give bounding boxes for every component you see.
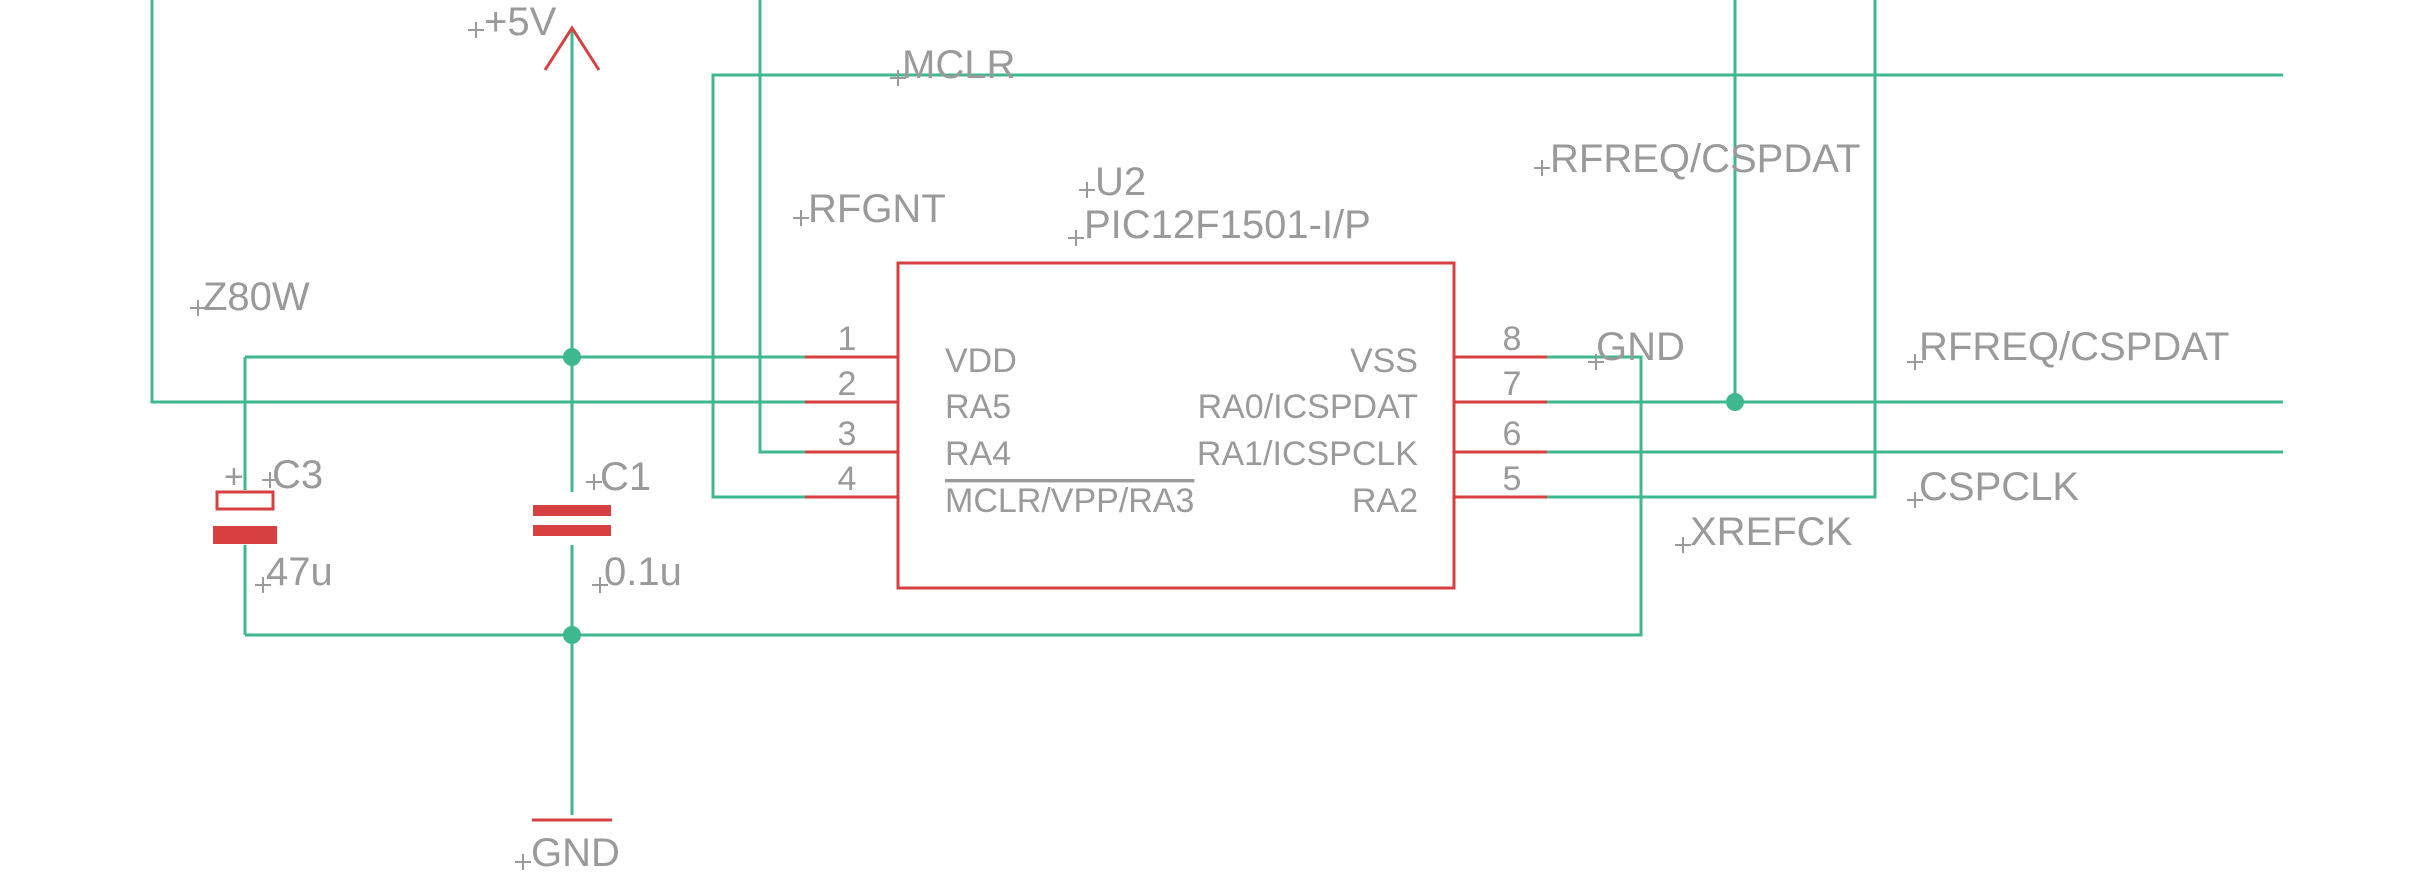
pin-number-5: 5 — [1503, 460, 1522, 498]
pin-number-6: 6 — [1503, 415, 1522, 453]
c3-polarity-icon: + — [224, 458, 244, 496]
junction-gnd — [563, 626, 581, 644]
svg-text:RFGNT: RFGNT — [808, 187, 946, 231]
net-label-rfgnt[interactable]: RFGNT — [793, 187, 946, 231]
pin-number-4: 4 — [838, 460, 857, 498]
wire-rfgnt[interactable] — [758, 0, 805, 454]
svg-text:GND: GND — [531, 831, 620, 872]
pin-number-8: 8 — [1503, 320, 1522, 358]
svg-text:GND: GND — [1596, 325, 1685, 369]
svg-text:CSPCLK: CSPCLK — [1919, 465, 2079, 509]
pin-name-vdd: VDD — [945, 342, 1017, 380]
svg-text:Z80W: Z80W — [203, 275, 310, 319]
svg-text:U2: U2 — [1095, 160, 1146, 204]
pin-number-2: 2 — [838, 365, 857, 403]
net-label-gnd-pin8[interactable]: GND — [1588, 325, 1685, 370]
wire-mclr[interactable] — [711, 73, 2283, 499]
c3-plate-negative — [213, 526, 277, 544]
net-label-rfreq-right[interactable]: RFREQ/CSPDAT — [1907, 325, 2229, 370]
c1-ref-label: C1 — [586, 455, 651, 499]
net-label-cspclk[interactable]: CSPCLK — [1907, 465, 2079, 509]
wires — [150, 0, 2283, 815]
net-label-xrefck[interactable]: XREFCK — [1675, 510, 1853, 554]
net-label-mclr[interactable]: MCLR — [890, 43, 1015, 87]
gnd-symbol[interactable]: GND — [515, 818, 620, 872]
pin-name-ra5: RA5 — [945, 388, 1011, 426]
c1-value-label: 0.1u — [592, 550, 682, 594]
junction-vdd — [563, 348, 581, 366]
ic-body[interactable] — [896, 261, 1456, 590]
svg-text:47u: 47u — [266, 550, 333, 594]
capacitor-c1[interactable]: C1 0.1u — [533, 455, 682, 594]
svg-text:RFREQ/CSPDAT: RFREQ/CSPDAT — [1919, 325, 2229, 369]
wire-z80w[interactable] — [150, 0, 805, 404]
vcc-symbol[interactable]: +5V — [468, 0, 601, 71]
svg-text:MCLR: MCLR — [902, 43, 1015, 87]
pin-name-ra2: RA2 — [1352, 482, 1418, 520]
pin-number-1: 1 — [838, 320, 857, 358]
junction-rfreq — [1726, 393, 1744, 411]
svg-text:+5V: +5V — [484, 0, 557, 44]
c1-plate-bottom — [533, 525, 611, 536]
c3-plate-positive — [215, 490, 275, 511]
vcc-label: +5V — [468, 0, 557, 44]
net-label-z80w[interactable]: Z80W — [190, 275, 310, 319]
pin-name-ra0: RA0/ICSPDAT — [1198, 388, 1418, 426]
pin-name-mclr: MCLR/VPP/RA3 — [945, 482, 1194, 520]
vcc-arrow-icon — [543, 25, 601, 71]
pin-name-ra4: RA4 — [945, 435, 1011, 473]
pin-number-7: 7 — [1503, 365, 1522, 403]
ic-u2[interactable]: 1 2 3 4 8 7 6 5 VDD RA5 RA4 MCLR/VPP/RA3… — [805, 160, 1547, 590]
pin-name-ra1: RA1/ICSPCLK — [1197, 435, 1418, 473]
c3-value-label: 47u — [255, 550, 333, 594]
c3-ref-label: C3 — [262, 453, 323, 497]
ic-ref-label: U2 — [1079, 160, 1146, 204]
svg-text:C1: C1 — [600, 455, 651, 499]
svg-text:XREFCK: XREFCK — [1690, 510, 1853, 554]
capacitor-c3[interactable]: + C3 47u — [213, 453, 333, 594]
svg-text:PIC12F1501-I/P: PIC12F1501-I/P — [1084, 203, 1371, 247]
pin-number-3: 3 — [838, 415, 857, 453]
pin-name-vss: VSS — [1350, 342, 1418, 380]
wire-xrefck[interactable] — [1547, 0, 1877, 499]
net-label-rfreq-top[interactable]: RFREQ/CSPDAT — [1534, 137, 1860, 181]
net-labels: Z80W MCLR RFGNT RFREQ/CSPDAT GND RFREQ/C… — [190, 43, 2229, 554]
c1-plate-top — [533, 505, 611, 516]
ic-value-label: PIC12F1501-I/P — [1068, 203, 1371, 247]
svg-text:0.1u: 0.1u — [604, 550, 682, 594]
svg-text:C3: C3 — [272, 453, 323, 497]
wire-gnd-bus[interactable] — [245, 355, 1643, 637]
junctions — [563, 348, 1744, 644]
gnd-label-bottom: GND — [515, 831, 620, 872]
svg-text:RFREQ/CSPDAT: RFREQ/CSPDAT — [1550, 137, 1860, 181]
